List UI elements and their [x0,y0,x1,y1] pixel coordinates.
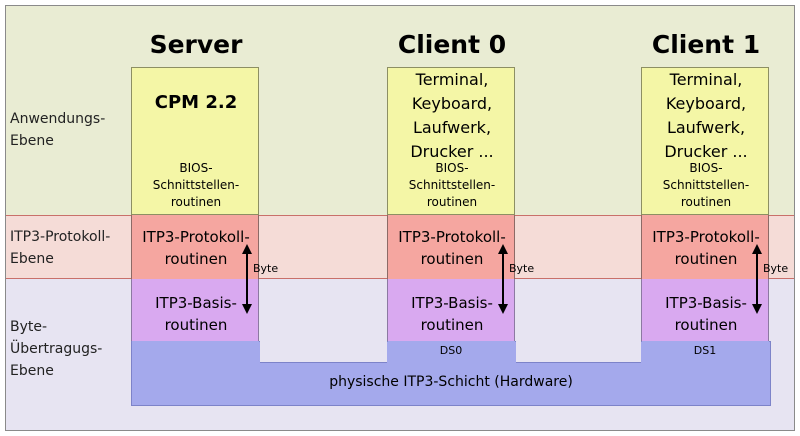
hardware-client0-connector [388,341,515,363]
server-basis-label: ITP3-Basis- routinen [155,294,237,334]
client0-app-label: Terminal, Keyboard, Laufwerk, Drucker ..… [410,70,494,161]
client0-protocol-box: ITP3-Protokoll- routinen [387,215,515,279]
client1-protocol-label: ITP3-Protokoll- routinen [652,228,760,268]
client1-byte-label: Byte [763,262,789,275]
hardware-gap-2 [516,341,641,363]
hardware-server-connector [132,341,259,363]
server-protocol-box: ITP3-Protokoll- routinen [131,215,259,279]
server-byte-label: Byte [253,262,279,275]
client1-basis-box: ITP3-Basis- routinen [641,279,769,341]
diagram-frame [5,5,795,431]
protocol-layer-label: ITP3-Protokoll- Ebene [10,229,111,267]
client0-protocol-label: ITP3-Protokoll- routinen [398,228,506,268]
client1-bios-label: BIOS- Schnittstellen- routinen [662,161,750,209]
client0-byte-label: Byte [509,262,535,275]
client1-byte-arrow-icon [752,244,762,314]
client0-application-box: Terminal, Keyboard, Laufwerk, Drucker ..… [387,67,515,215]
server-protocol-label: ITP3-Protokoll- routinen [142,228,250,268]
client0-bios-label: BIOS- Schnittstellen- routinen [408,161,496,209]
client1-basis-label: ITP3-Basis- routinen [665,294,747,334]
client1-ds-label: DS1 [693,344,717,357]
server-app-label: CPM 2.2 [154,92,238,113]
client1-protocol-box: ITP3-Protokoll- routinen [641,215,769,279]
hardware-gap-1 [260,341,387,363]
server-byte-arrow-icon [242,244,252,314]
server-title: Server [149,30,243,59]
hardware-label: physische ITP3-Schicht (Hardware) [329,374,573,390]
client0-ds-label: DS0 [439,344,463,357]
hardware-client1-connector [642,341,769,363]
client1-app-label: Terminal, Keyboard, Laufwerk, Drucker ..… [664,70,748,161]
client0-basis-label: ITP3-Basis- routinen [411,294,493,334]
client1-application-box: Terminal, Keyboard, Laufwerk, Drucker ..… [641,67,769,215]
client1-title: Client 1 [651,30,761,59]
client0-byte-arrow-icon [498,244,508,314]
server-basis-box: ITP3-Basis- routinen [131,279,259,341]
byte-transfer-layer-label: Byte- Übertragugs- Ebene [10,319,103,379]
server-bios-label: BIOS- Schnittstellen- routinen [152,161,240,209]
client0-title: Client 0 [397,30,507,59]
client0-basis-box: ITP3-Basis- routinen [387,279,515,341]
application-layer-label: Anwendungs- Ebene [10,111,106,149]
server-application-box: CPM 2.2 BIOS- Schnittstellen- routinen [131,67,259,215]
